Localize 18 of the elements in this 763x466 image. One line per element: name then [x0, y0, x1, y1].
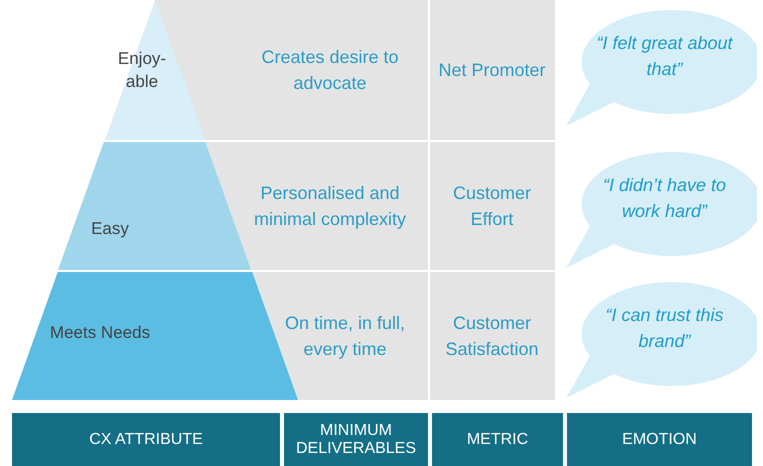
- pyramid-level: [58, 142, 252, 270]
- metric-text: Customer Effort: [452, 182, 532, 231]
- column-header: MINIMUM DELIVERABLES: [284, 413, 428, 466]
- deliverable-text: On time, in full, every time: [284, 312, 406, 361]
- column-header: METRIC: [432, 413, 563, 466]
- column-header: CX ATTRIBUTE: [12, 413, 280, 466]
- quote-text: “I didn’t have to work hard”: [602, 174, 728, 224]
- metric-text: Customer Satisfaction: [444, 312, 540, 361]
- quote-text: “I can trust this brand”: [604, 304, 725, 354]
- level-label: Enjoy- able: [116, 48, 168, 93]
- column-header: EMOTION: [567, 413, 752, 466]
- pyramid-level: [104, 0, 206, 140]
- metric-text: Net Promoter: [438, 58, 546, 82]
- level-label: Easy: [90, 218, 130, 240]
- deliverable-text: Personalised and minimal complexity: [252, 182, 408, 231]
- deliverable-text: Creates desire to advocate: [260, 46, 400, 95]
- level-label: Meets Needs: [48, 322, 152, 344]
- quote-text: “I felt great about that”: [595, 32, 734, 82]
